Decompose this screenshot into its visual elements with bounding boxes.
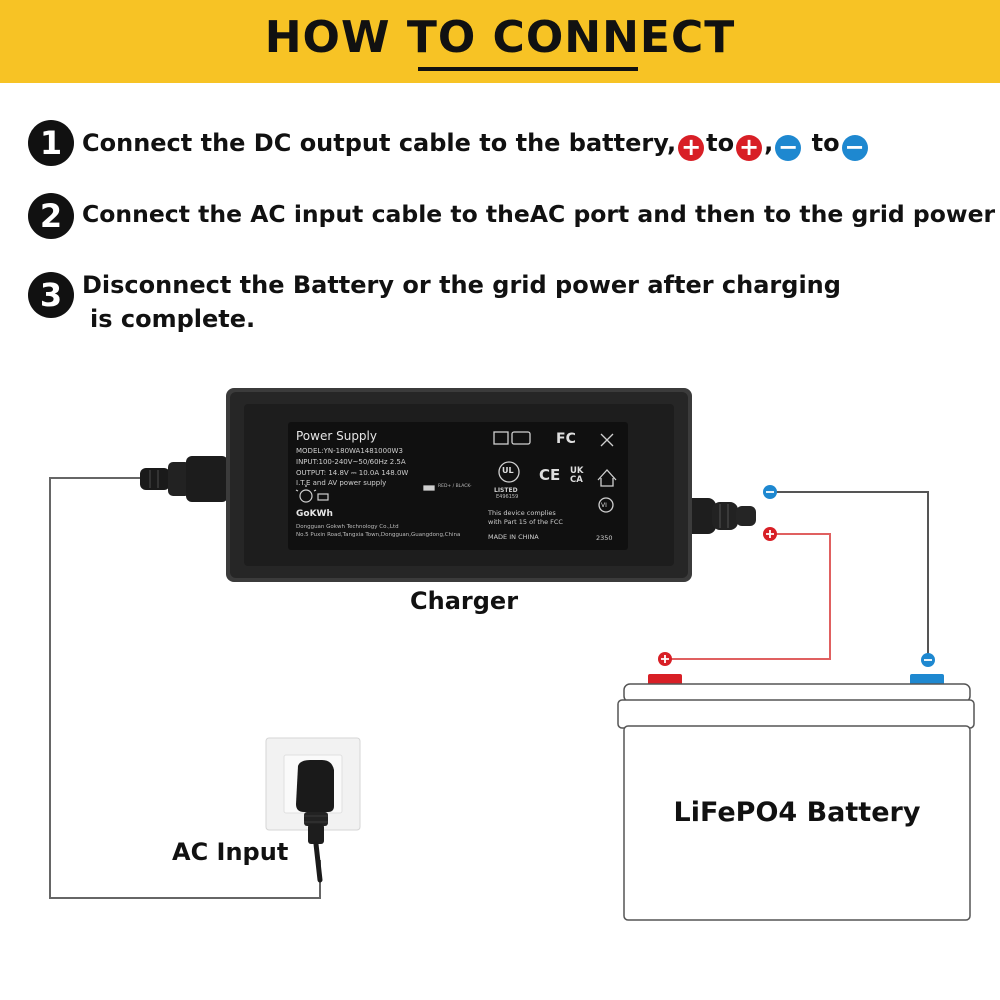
positive-wire	[665, 533, 831, 660]
step-number-1: 1	[28, 120, 74, 166]
plate-brand: GoKWh	[296, 509, 333, 519]
ukca-mark: UK CA	[570, 466, 584, 485]
page-title: HOW TO CONNECT	[264, 12, 736, 63]
ac-wire	[49, 477, 321, 899]
step-2: 2 Connect the AC input cable to theAC po…	[28, 193, 995, 239]
step-3-line-2: is complete.	[90, 305, 256, 333]
minus-icon: −	[775, 135, 802, 161]
step-3-line-1: Disconnect the Battery or the grid power…	[82, 271, 841, 299]
step-3: 3 Disconnect the Battery or the grid pow…	[28, 271, 841, 336]
plus-icon: +	[678, 135, 705, 161]
plate-listed: LISTED	[494, 487, 518, 494]
plate-file-no: E496159	[496, 494, 519, 500]
charger-label: Charger	[410, 587, 519, 615]
plate-input: INPUT:100-240V~50/60Hz 2.5A	[296, 458, 406, 466]
plate-model: MODEL:YN-180WA1481000W3	[296, 447, 403, 455]
minus-icon: −	[841, 135, 868, 161]
step-1-text: Connect the DC output cable to the batte…	[82, 126, 870, 161]
ce-mark: CE	[539, 466, 561, 484]
plus-icon: +	[736, 135, 763, 161]
negative-wire	[770, 491, 929, 660]
battery	[617, 674, 975, 921]
ac-connector	[140, 456, 228, 502]
plate-maker-1: Dongguan Gokwh Technology Co.,Ltd	[296, 524, 399, 530]
bulb-icon	[295, 485, 329, 503]
step-1-sep: ,	[764, 129, 774, 157]
wall-plug	[296, 760, 334, 883]
plate-output: OUTPUT: 14.8V ⎓ 10.0A 148.0W	[296, 469, 409, 477]
plate-title: Power Supply	[296, 429, 377, 443]
plate-fcc-2: with Part 15 of the FCC	[488, 518, 563, 526]
step-1-to-2: to	[811, 129, 840, 157]
plus-icon	[658, 652, 672, 666]
plate-polarity: RED+ / BLACK-	[438, 484, 472, 489]
vi-mark: VI	[601, 502, 607, 509]
dc-connector	[684, 498, 756, 534]
step-2-text: Connect the AC input cable to theAC port…	[82, 200, 996, 228]
minus-icon	[921, 653, 935, 667]
ul-mark	[498, 461, 520, 483]
certification-marks	[423, 431, 617, 513]
step-number-3: 3	[28, 272, 74, 318]
fcc-mark: FC	[556, 431, 576, 447]
plate-code: 2350	[596, 534, 613, 542]
plus-icon	[763, 527, 777, 541]
step-number-2: 2	[28, 193, 74, 239]
battery-label: LiFePO4 Battery	[673, 797, 921, 828]
plate-category: I.T.E and AV power supply	[296, 479, 387, 487]
step-1-text-main: Connect the DC output cable to the batte…	[82, 129, 677, 157]
plate-origin: MADE IN CHINA	[488, 533, 539, 541]
step-1: 1 Connect the DC output cable to the bat…	[28, 120, 870, 166]
minus-icon	[763, 485, 777, 499]
plate-fcc-1: This device complies	[488, 509, 556, 517]
step-1-to-1: to	[706, 129, 735, 157]
battery-terminal-positive	[648, 674, 682, 686]
ul-mark-text: UL	[502, 466, 514, 475]
step-3-text: Disconnect the Battery or the grid power…	[82, 268, 841, 336]
title-underline	[418, 67, 638, 71]
ac-input-label: AC Input	[172, 838, 289, 866]
charger-label-plate	[288, 422, 628, 550]
plate-maker-2: No.5 Puxin Road,Tangxia Town,Dongguan,Gu…	[296, 532, 461, 538]
battery-terminal-negative	[910, 674, 944, 686]
